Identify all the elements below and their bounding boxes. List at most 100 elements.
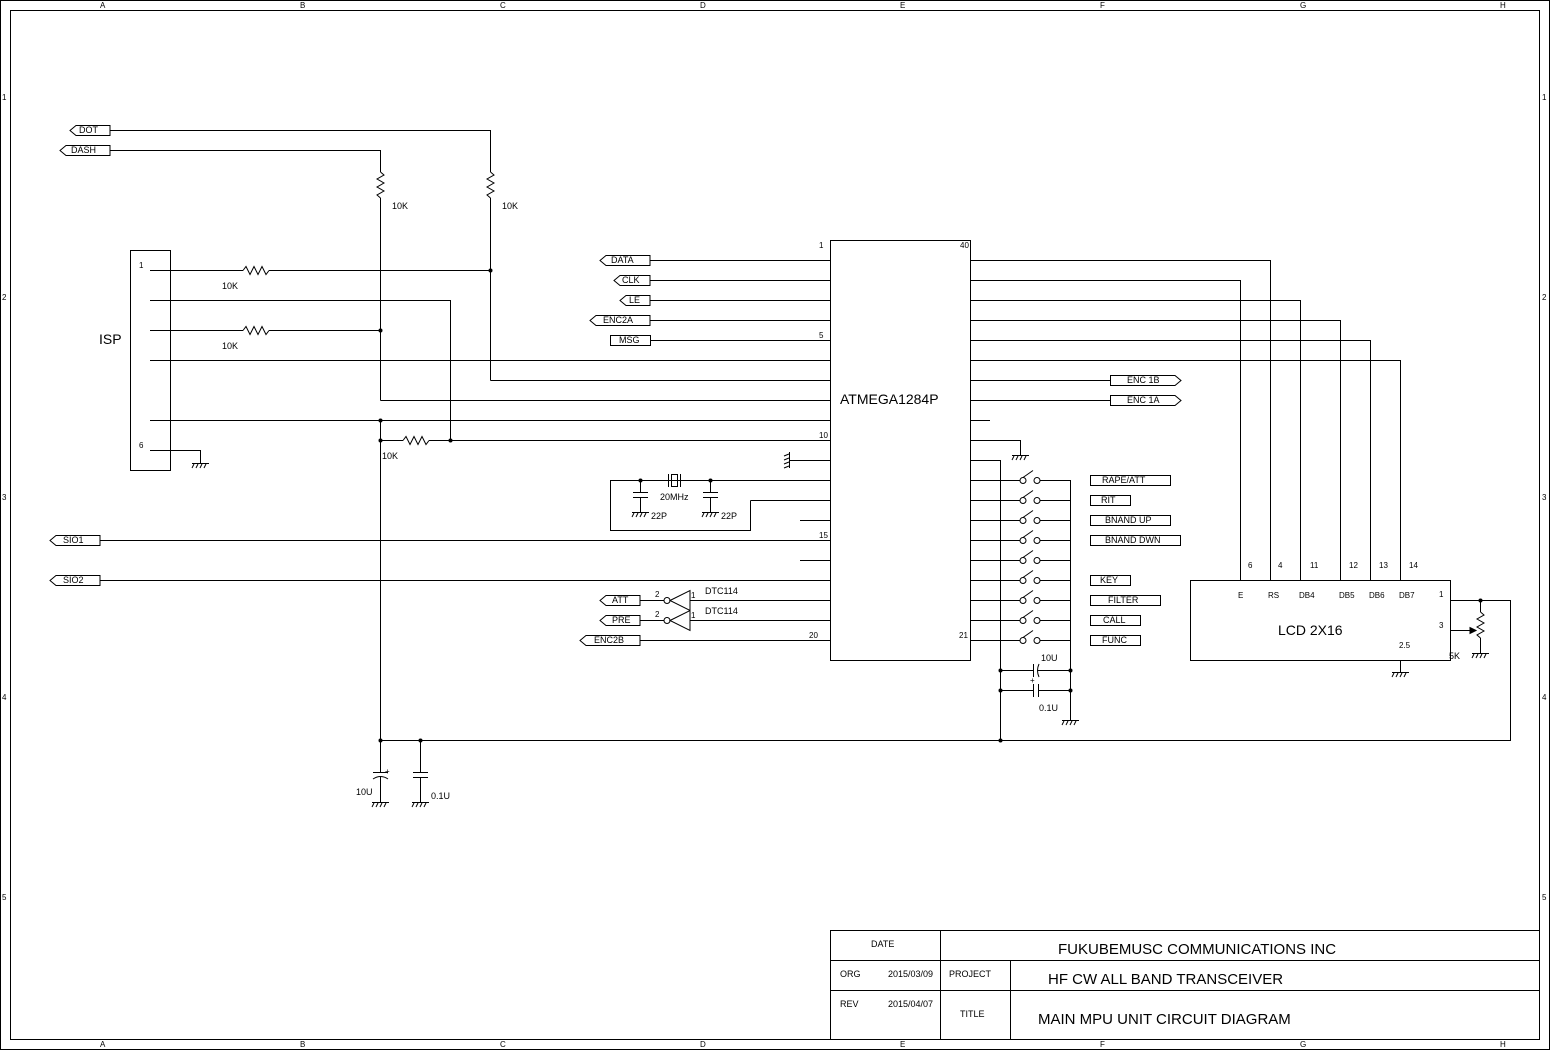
r-dot-label: 10K [502, 201, 518, 211]
zone-col-d: D [700, 1, 706, 10]
bypass-capacitor-10u [1000, 663, 1070, 678]
crystal-label: 20MHz [660, 492, 689, 502]
junctions-right [998, 668, 1073, 743]
lcd-pin-1: 1 [1439, 590, 1444, 599]
port-msg: MSG [610, 335, 651, 346]
zone-col-h-bottom: H [1500, 1040, 1506, 1049]
svg-text:ENC2B: ENC2B [594, 635, 624, 645]
zone-col-f: F [1100, 1, 1105, 10]
org-label: ORG [840, 969, 861, 979]
port-dash: DASH [59, 145, 111, 156]
zone-row-2-right: 2 [1542, 293, 1547, 302]
lcd-pin-num: 14 [1409, 561, 1418, 570]
port-clk: CLK [613, 275, 651, 286]
ground-icon [1061, 720, 1079, 726]
port-le: LE [619, 295, 651, 306]
svg-text:SIO1: SIO1 [63, 535, 84, 545]
zone-row-4: 4 [2, 693, 7, 702]
lcd-pin-num: 13 [1379, 561, 1388, 570]
mcu-pin-15: 15 [819, 531, 828, 540]
lcd-pin-name: DB4 [1299, 591, 1315, 600]
port-sio2: SIO2 [49, 575, 101, 586]
isp-label: ISP [99, 331, 122, 347]
ground-icon [411, 802, 429, 808]
dtc1-label: DTC114 [705, 586, 738, 596]
inverter-pre [640, 609, 691, 632]
crystal-circuit [610, 474, 751, 531]
switch-label-band-up: BNAND UP [1105, 515, 1152, 525]
svg-text:DASH: DASH [71, 145, 96, 155]
rev-date: 2015/04/07 [888, 999, 933, 1009]
cap-01u-b-label: 0.1U [1039, 703, 1058, 713]
zone-col-g: G [1300, 1, 1306, 10]
cap-10u-b-label: 10U [1041, 653, 1058, 663]
lcd-pin-name: DB5 [1339, 591, 1355, 600]
mcu-pin-21: 21 [959, 631, 968, 640]
org-date: 2015/03/09 [888, 969, 933, 979]
port-enc1b: ENC 1B [1110, 375, 1182, 386]
ground-icon [191, 463, 209, 469]
switch-array [1019, 470, 1071, 720]
inner-frame [10, 10, 1540, 1040]
svg-text:ENC 1A: ENC 1A [1127, 395, 1160, 405]
svg-text:SIO2: SIO2 [63, 575, 84, 585]
cap-01u-label: 0.1U [431, 791, 450, 801]
lcd-pin-num: 11 [1310, 561, 1319, 570]
ground-icon [701, 512, 719, 518]
r-isp2-label: 10K [222, 341, 238, 351]
dtc2-label: DTC114 [705, 606, 738, 616]
pushbutton-switch [1019, 630, 1070, 644]
port-enc1a: ENC 1A [1110, 395, 1182, 406]
mcu-name: ATMEGA1284P [840, 391, 939, 407]
rail-junctions [378, 738, 423, 743]
zone-col-a: A [100, 1, 106, 10]
rev-label: REV [840, 999, 859, 1009]
company-name: FUKUBEMUSC COMMUNICATIONS INC [1058, 941, 1336, 958]
dot-dash-wires [110, 130, 496, 401]
zone-row-5-right: 5 [1542, 893, 1547, 902]
pot-junction [1478, 598, 1483, 603]
isp-wires [150, 265, 490, 741]
svg-text:PRE: PRE [612, 615, 631, 625]
zone-row-1: 1 [2, 93, 7, 102]
inv1-pin-in: 2 [655, 590, 660, 599]
mcu-pin-5: 5 [819, 331, 824, 340]
cap-c2-label: 22P [721, 511, 737, 521]
switch-label-band-dwn: BNAND DWN [1105, 535, 1161, 545]
mcu-pin-10: 10 [819, 431, 828, 440]
port-pre: PRE [599, 615, 641, 626]
svg-text:CLK: CLK [622, 275, 640, 285]
title-block [830, 930, 1540, 1040]
date-header: DATE [871, 939, 894, 949]
zone-col-c-bottom: C [500, 1040, 506, 1049]
pushbutton-switch [1019, 490, 1070, 504]
pushbutton-switch [1019, 470, 1070, 484]
zone-col-h: H [1500, 1, 1506, 10]
drawing-title: MAIN MPU UNIT CIRCUIT DIAGRAM [1038, 1011, 1291, 1028]
zone-col-e-bottom: E [900, 1040, 905, 1049]
pushbutton-switch [1019, 610, 1070, 624]
svg-text:DATA: DATA [611, 255, 634, 265]
port-att: ATT [599, 595, 641, 606]
switch-labels: RAPE/ATT RIT BNAND UP BNAND DWN KEY FILT… [1090, 475, 1181, 646]
r-rst-label: 10K [382, 451, 398, 461]
mcu-pin-1: 1 [819, 241, 824, 250]
project-label: PROJECT [949, 969, 992, 979]
pushbutton-switch [1019, 530, 1070, 544]
port-enc2a: ENC2A [589, 315, 651, 326]
svg-text:ENC2A: ENC2A [603, 315, 633, 325]
port-data: DATA [599, 255, 651, 266]
svg-text:ENC 1B: ENC 1B [1127, 375, 1160, 385]
ground-icon [371, 802, 389, 808]
mcu-pin-20: 20 [809, 631, 818, 640]
switch-label-key: KEY [1100, 575, 1118, 585]
mcu-left-wires [100, 260, 830, 641]
lcd-pin-name: RS [1268, 591, 1279, 600]
zone-row-4-right: 4 [1542, 693, 1547, 702]
ground-icon [1391, 672, 1409, 678]
svg-text:LE: LE [629, 295, 640, 305]
ground-icon [783, 452, 790, 469]
switch-label-rit: RIT [1101, 495, 1116, 505]
inv2-pin-in: 2 [655, 610, 660, 619]
